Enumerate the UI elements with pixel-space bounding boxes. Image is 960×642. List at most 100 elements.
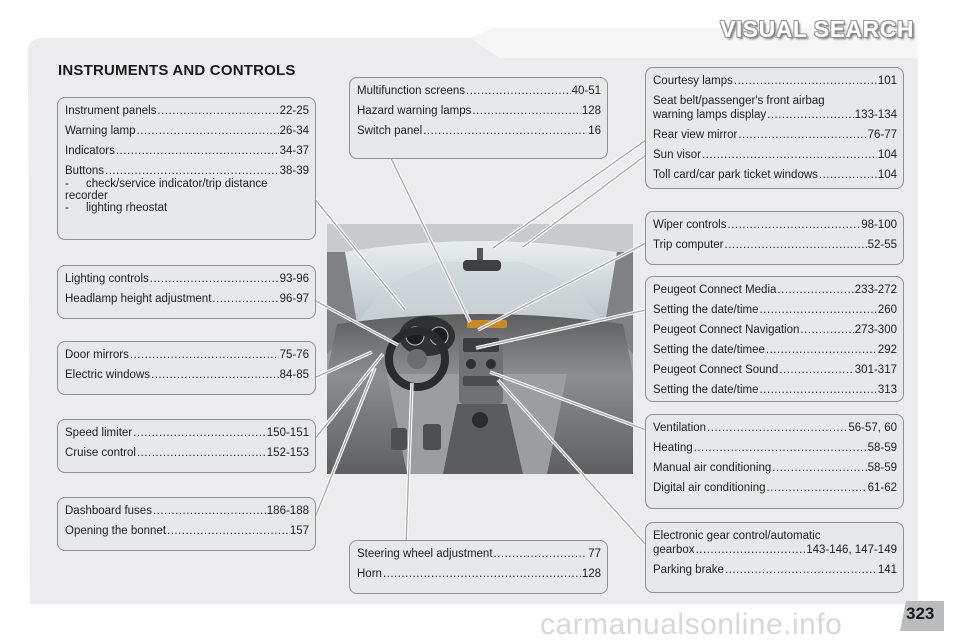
entry-label: Dashboard fuses [65,505,152,517]
index-entry[interactable]: Manual air conditioning58-59 [653,461,897,475]
entry-label: Multifunction screens [357,85,466,97]
index-entry[interactable]: Buttons 38-39 [65,164,309,178]
index-entry[interactable]: Steering wheel adjustment 77 [357,547,601,561]
entry-pages: 84-85 [279,369,309,381]
sub-item-text: lighting rheostat [86,202,168,214]
entry-pages: 56-57, 60 [848,422,897,434]
index-entry[interactable]: Horn128 [357,567,601,581]
index-entry[interactable]: Seat belt/passenger's front airbag warni… [653,94,897,122]
index-entry[interactable]: Indicators 34-37 [65,144,309,158]
page-number: 323 [906,604,935,623]
doors-box: Door mirrors 75-76 Electric windows84-85 [57,341,316,395]
entry-label: Setting the date/time [653,304,759,316]
sub-item: -lighting rheostat [65,202,168,214]
index-entry[interactable]: Multifunction screens 40-51 [357,84,601,98]
index-entry[interactable]: Rear view mirror 76-77 [653,128,897,142]
entry-pages: 157 [289,525,309,537]
entry-label: Digital air conditioning [653,482,766,494]
entry-pages: 141 [877,564,897,576]
sub-item-text: check/service indicator/trip distance [86,178,268,190]
entry-pages: 22-25 [279,105,309,117]
sub-item: -check/service indicator/trip distance [65,178,268,190]
index-entry[interactable]: Digital air conditioning 61-62 [653,481,897,495]
index-entry[interactable]: Heating58-59 [653,441,897,455]
entry-label: Ventilation [653,422,707,434]
entry-label-continuation: warning lamps display [653,109,767,121]
entry-pages: 75-76 [279,349,309,361]
entry-pages: 101 [877,75,897,87]
multifunction-box: Multifunction screens 40-51 Hazard warnin… [349,77,608,159]
index-entry[interactable]: Dashboard fuses186-188 [65,504,309,518]
entry-pages: 128 [581,105,601,117]
entry-pages: 26-34 [279,125,309,137]
entry-label-continuation: gearbox [653,544,695,556]
entry-label: Opening the bonnet [65,525,167,537]
index-entry[interactable]: Parking brake 141 [653,563,897,577]
index-entry[interactable]: Sun visor 104 [653,148,897,162]
index-entry[interactable]: Opening the bonnet 157 [65,524,309,538]
index-entry[interactable]: Courtesy lamps101 [653,74,897,88]
entry-label: Cruise control [65,447,136,459]
index-entry[interactable]: Toll card/car park ticket windows104 [653,168,897,182]
index-entry[interactable]: Electric windows84-85 [65,368,309,382]
index-entry[interactable]: Setting the date/time260 [653,303,897,317]
index-entry[interactable]: Ventilation 56-57, 60 [653,421,897,435]
index-entry[interactable]: Switch panel16 [357,124,601,138]
entry-label: Manual air conditioning [653,462,772,474]
entry-pages: 38-39 [279,165,309,177]
fuses-box: Dashboard fuses186-188 Opening the bonne… [57,497,316,551]
entry-pages: 313 [877,384,897,396]
visual-search-title: VISUAL SEARCH [720,16,914,42]
entry-pages: 96-97 [279,293,309,305]
gear-box: Electronic gear control/automatic gearbo… [645,522,904,593]
index-entry[interactable]: Peugeot Connect Navigation273-300 [653,323,897,337]
entry-label: Steering wheel adjustment [357,548,493,560]
index-entry[interactable]: Setting the date/timee292 [653,343,897,357]
index-entry[interactable]: Lighting controls93-96 [65,272,309,286]
entry-pages: 273-300 [854,324,897,336]
index-entry[interactable]: Hazard warning lamps128 [357,104,601,118]
entry-label: Heating [653,442,693,454]
entry-label: Buttons [65,165,104,177]
entry-pages: 104 [877,149,897,161]
entry-label: Sun visor [653,149,701,161]
connect-box: Peugeot Connect Media233-272 Setting the… [645,276,904,402]
entry-pages: 128 [581,568,601,580]
entry-label: Rear view mirror [653,129,738,141]
index-entry[interactable]: Cruise control 152-153 [65,446,309,460]
entry-pages: 34-37 [279,145,309,157]
watermark: carmanualsonline.info [540,608,843,641]
entry-label: Peugeot Connect Sound [653,364,779,376]
entry-label: Electronic gear control/automatic [653,530,821,542]
index-entry[interactable]: Speed limiter150-151 [65,426,309,440]
entry-pages: 77 [588,548,601,560]
index-entry[interactable]: Headlamp height adjustment 96-97 [65,292,309,306]
dashboard-photo [327,224,633,474]
entry-pages: 52-55 [867,239,897,251]
index-entry[interactable]: Peugeot Connect Media233-272 [653,283,897,297]
index-entry[interactable]: Trip computer52-55 [653,238,897,252]
index-entry[interactable]: Instrument panels22-25 [65,104,309,118]
index-entry[interactable]: Wiper controls98-100 [653,218,897,232]
index-entry[interactable]: Electronic gear control/automatic gearbo… [653,529,897,557]
entry-label: Door mirrors [65,349,129,361]
entry-pages: 133-134 [854,109,897,121]
entry-label: Speed limiter [65,427,133,439]
index-entry[interactable]: Warning lamp26-34 [65,124,309,138]
index-entry[interactable]: Door mirrors 75-76 [65,348,309,362]
entry-pages: 143-146, 147-149 [806,544,897,556]
entry-label: Seat belt/passenger's front airbag [653,95,825,107]
index-entry[interactable]: Peugeot Connect Sound301-317 [653,363,897,377]
speed-box: Speed limiter150-151 Cruise control 152-1… [57,419,316,473]
entry-pages: 76-77 [867,129,897,141]
entry-label: Headlamp height adjustment [65,293,212,305]
entry-label: Indicators [65,145,115,157]
page-number-tab: 323 [900,601,944,631]
entry-label: Parking brake [653,564,724,576]
entry-pages: 40-51 [571,85,601,97]
entry-pages: 61-62 [867,482,897,494]
entry-label: Toll card/car park ticket windows [653,169,818,181]
entry-pages: 152-153 [266,447,309,459]
index-entry[interactable]: Setting the date/time313 [653,383,897,397]
entry-pages: 16 [588,125,601,137]
